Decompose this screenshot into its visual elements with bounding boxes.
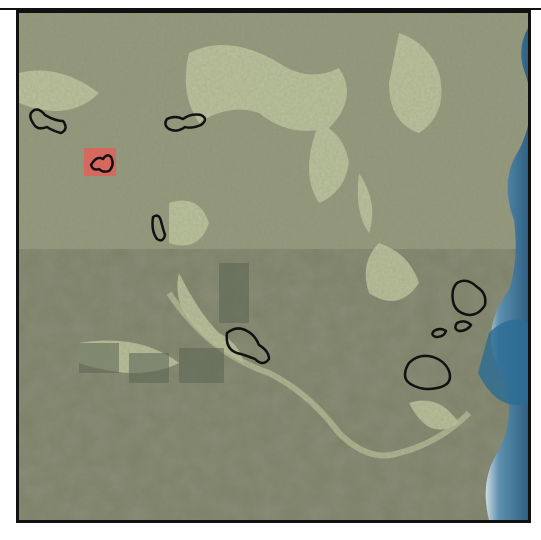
map-panel [16, 10, 531, 523]
aerial-map [19, 13, 528, 520]
bay [478, 319, 528, 405]
outline-area-8 [403, 354, 452, 391]
outline-area-5 [225, 327, 271, 365]
outline-area-7 [431, 320, 473, 339]
fine-texture [19, 13, 528, 520]
outline-area-4 [151, 214, 167, 242]
outline-area-1 [29, 108, 67, 135]
outline-area-3 [89, 154, 114, 173]
outlined-areas [29, 108, 487, 391]
outline-area-2 [164, 113, 207, 132]
outline-area-6 [451, 279, 487, 317]
top-border [0, 0, 541, 10]
highlight-area [84, 148, 116, 176]
